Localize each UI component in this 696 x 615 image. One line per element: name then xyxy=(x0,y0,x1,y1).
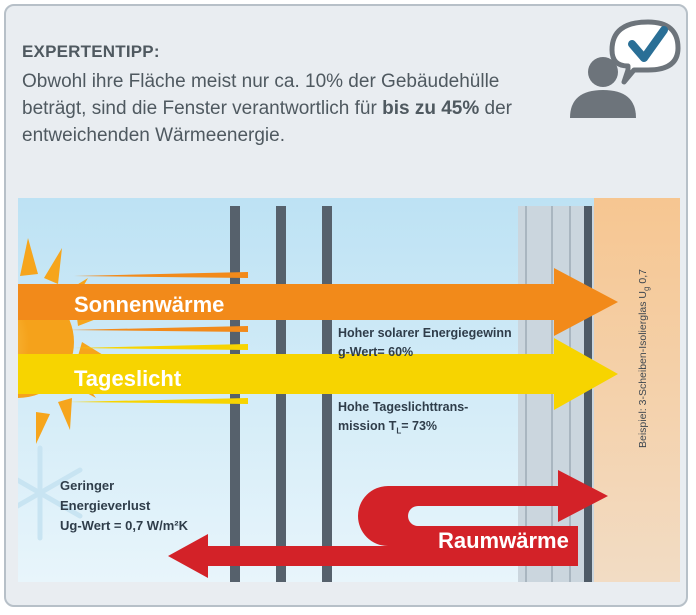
sun-heat-label: Sonnenwärme xyxy=(74,292,225,317)
sun-heat-arrow xyxy=(18,268,618,336)
daylight-streaks xyxy=(68,344,248,404)
expert-checkmark-icon xyxy=(570,19,681,118)
transmission-value-line: mission TL= 73% xyxy=(338,419,438,436)
g-value-line: g-Wert= 60% xyxy=(338,345,414,359)
room-heat-label: Raumwärme xyxy=(438,528,569,553)
u-value-line: Ug-Wert = 0,7 W/m²K xyxy=(60,518,188,533)
daylight-label: Tageslicht xyxy=(74,366,182,391)
light-transmission-note: Hohe Tageslichttrans- mission TL= 73% xyxy=(338,398,468,441)
light-transmission-line: Hohe Tageslichttrans- xyxy=(338,400,469,414)
glazing-example-label: Beispiel: 3-Scheiben-Isolierglas Ug 0,7 xyxy=(637,269,652,448)
window-diagram: Sonnenwärme Tageslicht Raumwärme Hoher s… xyxy=(6,198,680,594)
solar-gain-note: Hoher solarer Energiegewinn g-Wert= 60% xyxy=(338,324,512,362)
tip-text-start: Obwohl ihre Fläche meist nur ca. 10% der… xyxy=(22,71,500,119)
frame-bar xyxy=(584,206,592,582)
tip-text-end: der entweichenden Wärmeenergie. xyxy=(22,98,513,146)
room-background xyxy=(594,198,680,582)
energy-loss-note: Geringer Energieverlust Ug-Wert = 0,7 W/… xyxy=(60,476,188,536)
energy-loss-line1: Geringer xyxy=(60,478,115,493)
tip-title: EXPERTENTIPP: xyxy=(22,42,160,61)
energy-loss-line2: Energieverlust xyxy=(60,498,151,513)
sun-heat-streaks xyxy=(68,272,248,332)
daylight-arrow xyxy=(18,338,618,410)
tip-text: Obwohl ihre Fläche meist nur ca. 10% der… xyxy=(22,68,562,149)
solar-gain-line: Hoher solarer Energiegewinn xyxy=(338,326,512,340)
room-heat-arrow xyxy=(168,470,608,578)
tip-text-highlight: bis zu 45% xyxy=(382,98,480,119)
expert-tip-card: EXPERTENTIPP: Obwohl ihre Fläche meist n… xyxy=(4,4,688,607)
